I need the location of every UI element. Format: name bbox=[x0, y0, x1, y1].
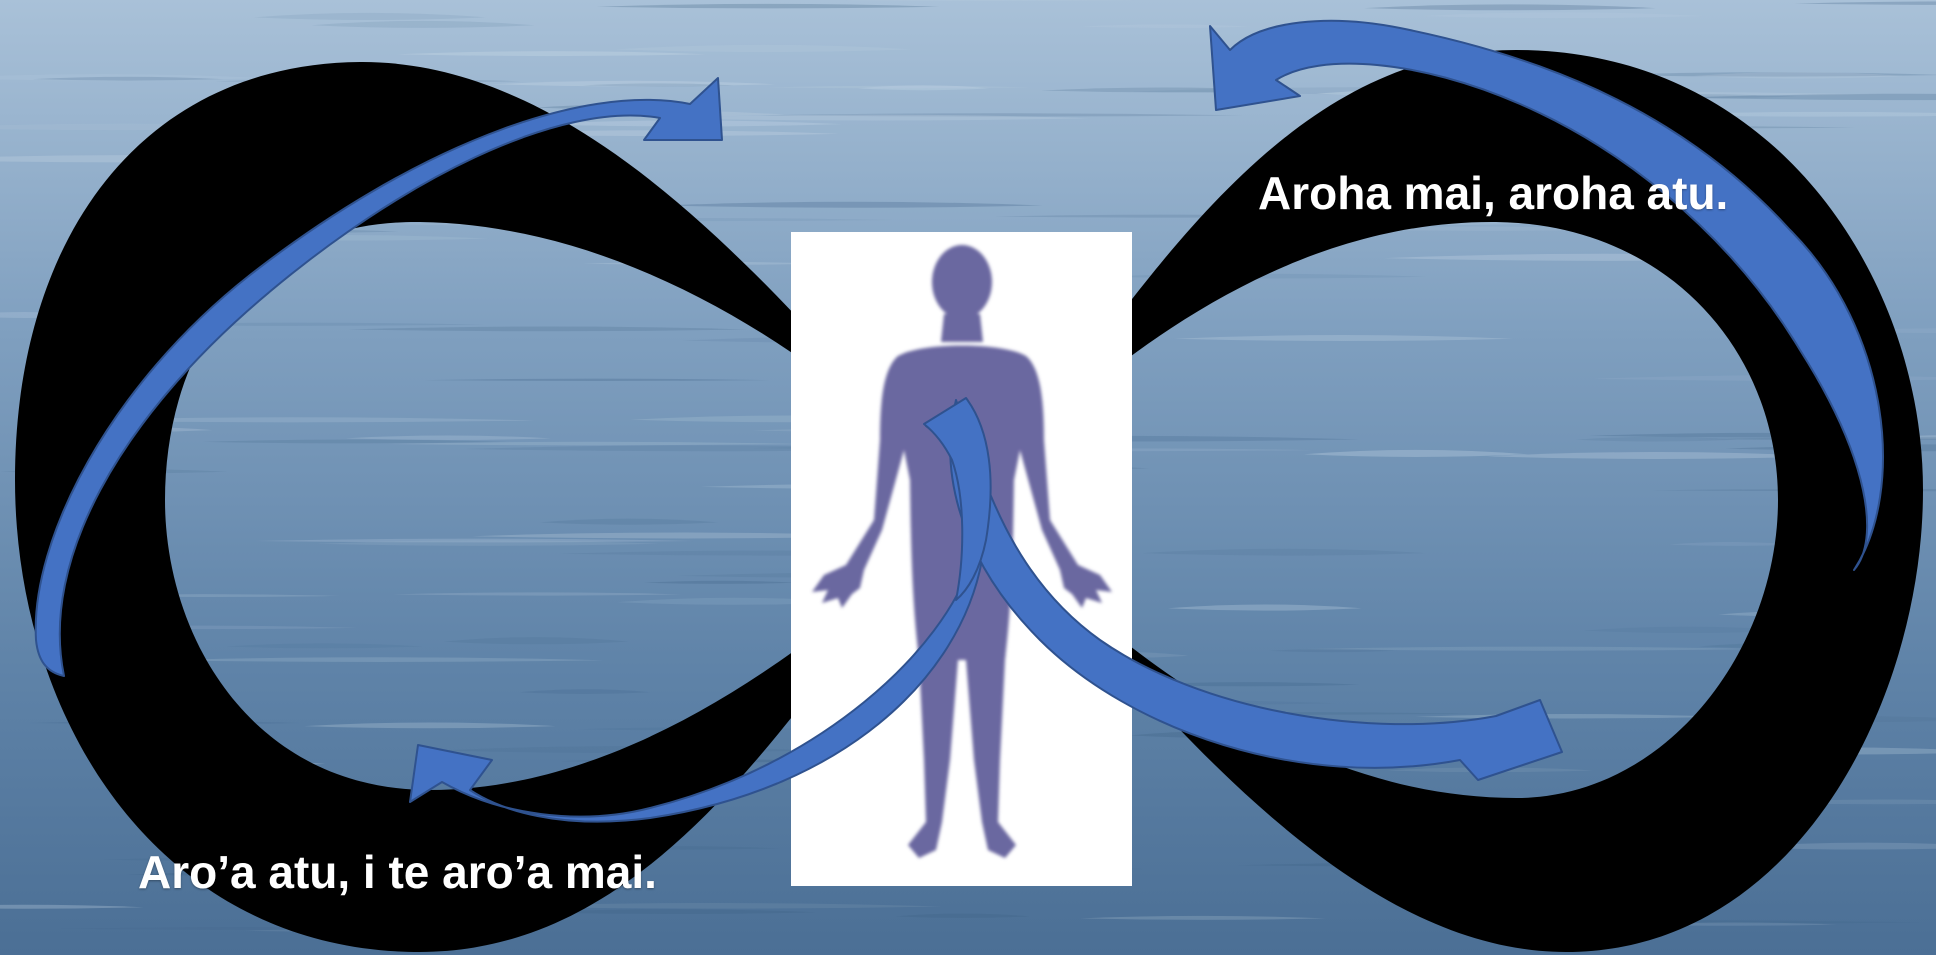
caption-aroha-mai: Aroha mai, aroha atu. bbox=[1258, 166, 1728, 220]
caption-aroa-atu: Aro’a atu, i te aro’a mai. bbox=[138, 845, 657, 899]
